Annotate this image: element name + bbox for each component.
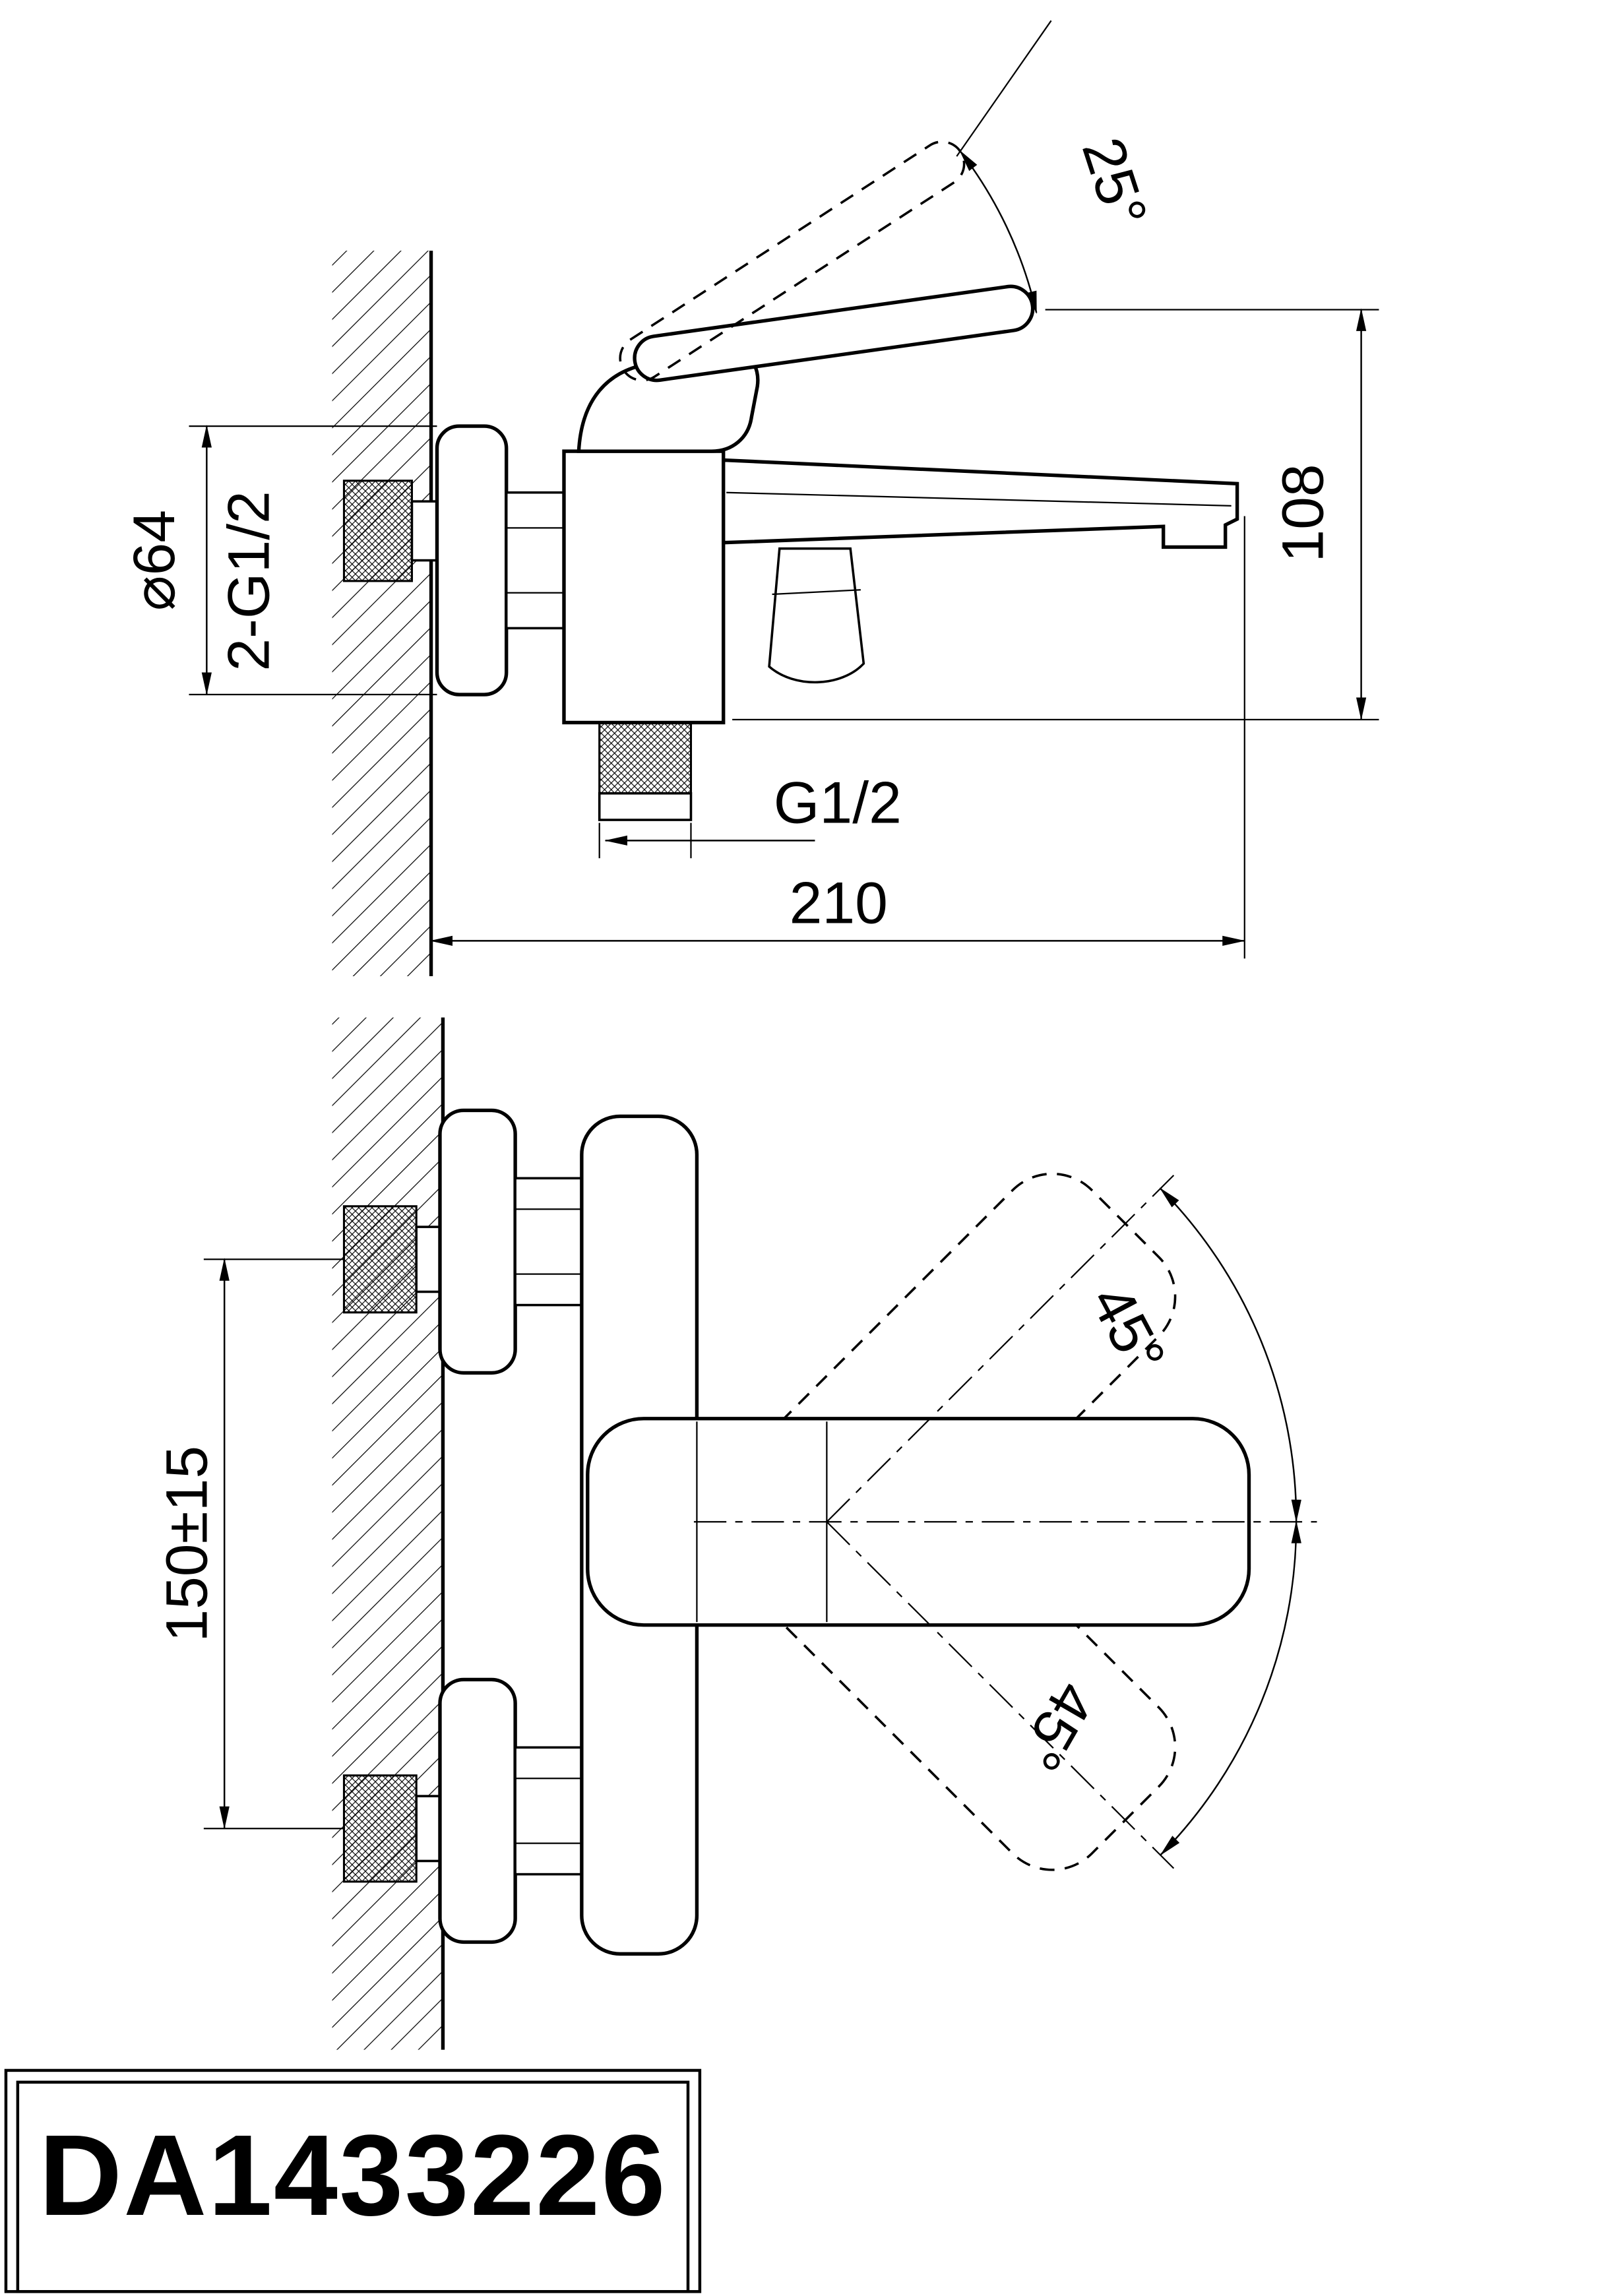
wall-hatch-front — [332, 1017, 443, 2050]
side-view: 25° ⌀64 2-G1/2 108 G1/2 210 — [121, 20, 1379, 977]
dim-inlet-spacing: 150±15 — [153, 1258, 344, 1830]
inlet-upper — [342, 1108, 583, 1375]
dim-depth-210: 210 — [429, 516, 1245, 959]
dim-label-swing-lower: 45° — [1006, 1671, 1108, 1782]
flange-nut-upper — [514, 1177, 583, 1307]
handle-lever-side — [633, 284, 1035, 383]
handle-raised-dashed — [619, 140, 966, 382]
dim-label-outlet-thread: G1/2 — [774, 770, 902, 836]
inlet-pipe-side — [410, 500, 439, 562]
dim-label-height: 108 — [1269, 464, 1335, 562]
wall-flange-lower — [438, 1677, 517, 1944]
wall-flange-upper — [438, 1108, 517, 1375]
dim-label-handle-angle: 25° — [1070, 130, 1160, 235]
dim-label-wall-connections: 2-G1/2 — [215, 491, 281, 671]
eccentric-knurl-upper — [342, 1205, 418, 1314]
faucet-side — [342, 140, 1239, 821]
model-number: DA1433226 — [39, 2111, 667, 2239]
wall-hatch-side — [332, 251, 431, 977]
diverter-knob — [768, 547, 865, 684]
front-view: 45° 45° 150±15 — [153, 1017, 1317, 2050]
shower-outlet-thread — [598, 721, 693, 795]
title-block-inner-border — [16, 2080, 690, 2293]
wall-section-front — [332, 1017, 445, 2050]
eccentric-knurl-lower — [342, 1774, 418, 1883]
wall-section-side — [332, 251, 433, 977]
mixer-body-side — [562, 449, 726, 725]
inlet-lower — [342, 1677, 583, 1944]
dim-label-swing-upper: 45° — [1078, 1274, 1179, 1384]
dim-label-inlet-spacing: 150±15 — [153, 1446, 219, 1642]
dim-outlet-thread: G1/2 — [598, 770, 902, 859]
shower-outlet-ring — [598, 792, 693, 821]
dim-handle-angle: 25° — [956, 20, 1160, 315]
dim-label-flange-diameter: ⌀64 — [121, 510, 187, 611]
spout-side — [722, 458, 1239, 549]
flange-nut-lower — [514, 1746, 583, 1876]
dim-label-depth: 210 — [790, 870, 888, 936]
eccentric-knurl-side — [342, 480, 414, 582]
flange-nut-side — [505, 491, 565, 630]
wall-flange-side — [435, 424, 509, 697]
dim-flange-diameter: ⌀64 2-G1/2 — [121, 424, 437, 696]
title-block: DA1433226 — [4, 2068, 702, 2293]
handle-front — [586, 1417, 1251, 1627]
dim-height-108: 108 — [732, 308, 1379, 721]
